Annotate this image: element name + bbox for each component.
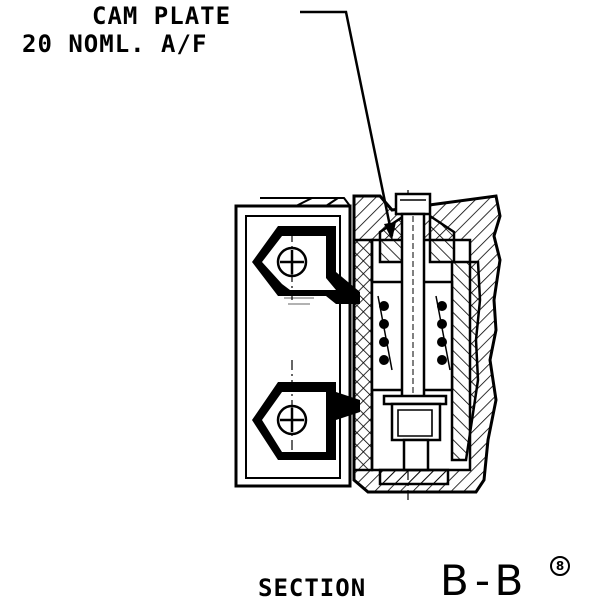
lower-nut [378,394,450,486]
callout-cam-plate: CAM PLATE [92,2,232,30]
coil-spring-left [377,295,393,371]
revision-mark-icon: 8 [550,556,570,576]
section-label: SECTION [258,574,367,602]
plunger [394,192,432,406]
datum-mark [284,297,314,305]
left-housing [234,197,352,488]
section-id: B-B [440,556,530,605]
callout-across-flats: 20 NOML. A/F [22,30,208,58]
coil-spring-right [435,295,451,371]
